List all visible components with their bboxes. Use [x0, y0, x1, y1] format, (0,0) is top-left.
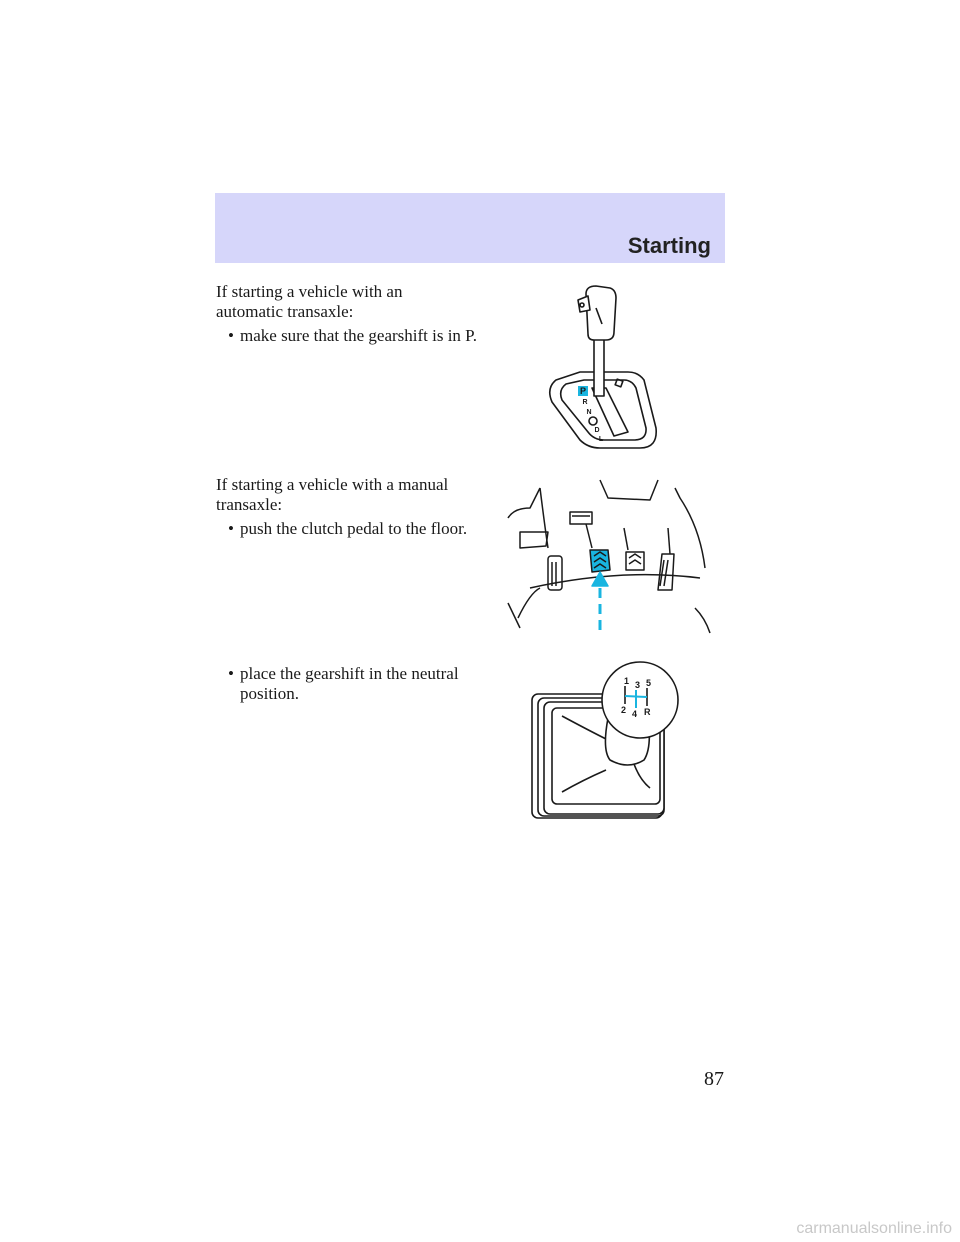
clutch-bullet: • push the clutch pedal to the floor.: [228, 519, 480, 539]
automatic-transaxle-instructions: If starting a vehicle with an automatic …: [216, 282, 480, 346]
gear-letter-d: D: [594, 427, 599, 434]
automatic-gearshift-illustration: P R N D L: [548, 285, 657, 449]
gear-pattern-r: R: [644, 707, 651, 717]
bullet-marker: •: [228, 664, 234, 683]
automatic-bullet-text: make sure that the gearshift is in P.: [240, 326, 478, 345]
section-title: Starting: [627, 233, 711, 258]
automatic-intro: If starting a vehicle with an automatic …: [216, 282, 403, 321]
gear-pattern-5: 5: [646, 678, 651, 688]
manual-transaxle-instructions: If starting a vehicle with a manual tran…: [216, 475, 480, 539]
pedals-illustration: [507, 479, 711, 634]
neutral-bullet-text: place the gearshift in the neutral posit…: [240, 664, 459, 703]
bullet-marker: •: [228, 519, 234, 538]
gear-pattern-1: 1: [624, 676, 629, 686]
manual-gearshift-illustration: 1 3 5 2 4 R: [531, 661, 679, 819]
gear-letter-r: R: [582, 399, 587, 406]
bullet-marker: •: [228, 326, 234, 345]
clutch-bullet-text: push the clutch pedal to the floor.: [240, 519, 468, 538]
gear-letter-n: N: [586, 409, 591, 416]
gear-letter-l: L: [599, 436, 604, 443]
automatic-bullet: • make sure that the gearshift is in P.: [228, 326, 480, 346]
gear-pattern-2: 2: [621, 705, 626, 715]
gear-letter-p: P: [580, 386, 586, 396]
section-header-band: Starting: [215, 193, 725, 263]
neutral-bullet: • place the gearshift in the neutral pos…: [228, 664, 480, 704]
watermark-link[interactable]: carmanualsonline.info: [796, 1220, 952, 1237]
neutral-instruction: • place the gearshift in the neutral pos…: [216, 660, 480, 704]
page-number: 87: [704, 1068, 724, 1090]
gear-pattern-3: 3: [635, 680, 640, 690]
manual-intro: If starting a vehicle with a manual tran…: [216, 475, 449, 514]
gear-pattern-4: 4: [632, 709, 637, 719]
